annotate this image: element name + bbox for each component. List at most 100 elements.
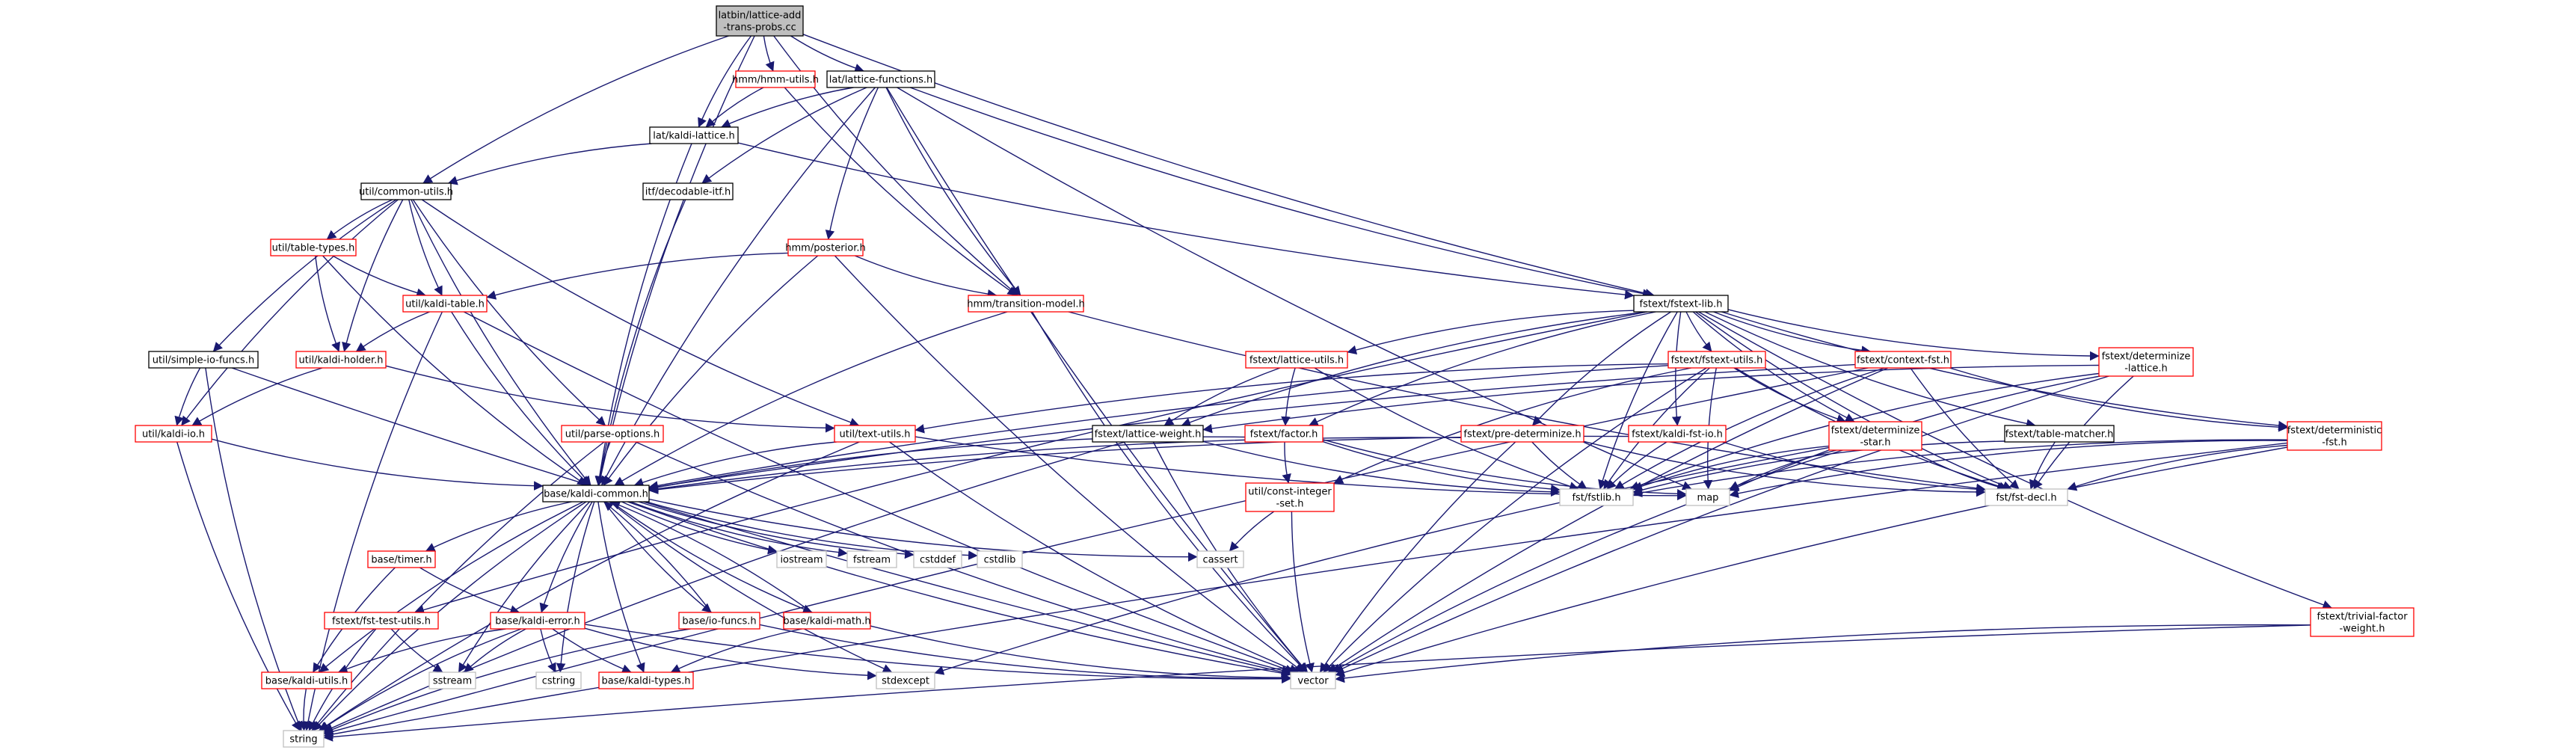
node-box [1290, 671, 1336, 689]
node-box [148, 351, 259, 369]
edge-common_utils-to-text_utils [421, 199, 860, 427]
node-label: fstext/lattice-weight.h [1095, 429, 1202, 440]
edge-kaldi_error-to-kaldi_types [552, 628, 632, 674]
edge-table_types-to-kaldi_common [322, 255, 587, 486]
edge-fstext_lib-to-fstlib [1598, 311, 1678, 490]
node-label: iostream [780, 555, 823, 566]
node-context-fst[interactable]: fstext/context-fst.h [1854, 351, 1952, 369]
edge-kaldi_error-to-sstream [464, 628, 526, 673]
node-box [1092, 425, 1204, 443]
node-lattice-utils[interactable]: fstext/lattice-utils.h [1245, 351, 1348, 369]
node-sstream: sstream [428, 671, 476, 689]
node-determinize-lattice[interactable]: fstext/determinize-lattice.h [2098, 347, 2194, 377]
node-parse-options[interactable]: util/parse-options.h [561, 425, 664, 443]
edge-parse_options-to-kaldi_common [594, 441, 611, 486]
edge-pre_determinize-to-kaldi_common [648, 437, 1462, 494]
node-label: -star.h [1860, 437, 1890, 449]
edge-kaldi_common-to-vector [627, 501, 1291, 678]
node-posterior[interactable]: hmm/posterior.h [785, 239, 866, 256]
node-determinize-star[interactable]: fstext/determinize-star.h [1828, 421, 1922, 451]
node-kaldi-types[interactable]: base/kaldi-types.h [598, 671, 694, 689]
node-label: -weight.h [2340, 624, 2385, 635]
edge-fstext_lib-to-deterministic_fst [1721, 311, 2288, 431]
node-label: util/simple-io-funcs.h [153, 355, 254, 366]
node-stdexcept: stdexcept [876, 671, 935, 689]
node-kaldi-fst-io[interactable]: fstext/kaldi-fst-io.h [1628, 425, 1727, 443]
edge-root-to-kaldi_common [596, 35, 755, 486]
node-timer[interactable]: base/timer.h [367, 550, 436, 568]
node-label: base/kaldi-error.h [495, 616, 580, 627]
node-box [876, 671, 935, 689]
edge-fstext_lib-to-fstext_utils [1685, 311, 1712, 352]
node-table-matcher[interactable]: fstext/table-matcher.h [2004, 425, 2115, 443]
node-const-integer-set[interactable]: util/const-integer-set.h [1245, 482, 1335, 512]
node-kaldi-io[interactable]: util/kaldi-io.h [135, 425, 212, 443]
node-table-types[interactable]: util/table-types.h [270, 239, 357, 256]
node-deterministic-fst[interactable]: fstext/deterministic-fst.h [2287, 421, 2382, 451]
node-label: map [1697, 493, 1719, 504]
node-fst-test-utils[interactable]: fstext/fst-test-utils.h [324, 612, 439, 630]
node-label: fst/fstlib.h [1572, 493, 1620, 504]
edge-context_fst-to-fstlib [1614, 367, 1885, 490]
node-box [135, 425, 212, 443]
edge-determinize_lattice-to-fstlib [1629, 372, 2100, 491]
node-trivial-factor-weight[interactable]: fstext/trivial-factor-weight.h [2310, 607, 2414, 637]
node-label: base/timer.h [371, 555, 431, 566]
edge-deterministic_fst-to-vector [1335, 446, 2288, 677]
edge-lat_functions-to-fstext_lib [909, 87, 1653, 298]
edge-kaldi_common-to-stdexcept [609, 501, 893, 673]
edge-hmm_utils-to-kaldi_lattice [705, 87, 764, 128]
node-common-utils[interactable]: util/common-utils.h [359, 182, 453, 200]
node-kaldi-table[interactable]: util/kaldi-table.h [402, 295, 488, 313]
edge-hmm_utils-to-transition_model [784, 87, 1018, 296]
edge-kaldi_common-to-sstream [458, 501, 591, 673]
dependency-edges [174, 34, 2332, 742]
node-kaldi-common[interactable]: base/kaldi-common.h [542, 485, 650, 502]
edge-kaldi_lattice-to-common_utils [447, 143, 652, 185]
edge-deterministic_fst-to-fst_decl [2067, 444, 2288, 491]
edge-fstext_lib-to-lattice_utils [1347, 310, 1635, 355]
node-hmm-utils[interactable]: hmm/hmm-utils.h [732, 70, 819, 88]
node-box [968, 295, 1084, 313]
node-decodable-itf[interactable]: itf/decodable-itf.h [642, 182, 734, 200]
node-root[interactable]: latbin/lattice-add-trans-probs.cc [716, 5, 804, 37]
node-text-utils[interactable]: util/text-utils.h [834, 425, 916, 443]
edge-fstext_lib-to-determinize_star [1692, 311, 1855, 422]
node-kaldi-holder[interactable]: util/kaldi-holder.h [295, 351, 387, 369]
node-box [678, 612, 760, 630]
edge-determinize_lattice-to-vector [1334, 375, 2109, 673]
node-label: fstext/fstext-lib.h [1640, 299, 1723, 310]
node-cassert: cassert [1196, 550, 1244, 568]
node-label: fstext/fst-test-utils.h [332, 616, 431, 627]
node-pre-determinize[interactable]: fstext/pre-determinize.h [1460, 425, 1584, 443]
node-label: base/io-funcs.h [682, 616, 756, 627]
node-box [542, 485, 650, 502]
edge-kaldi_common-to-timer [425, 501, 572, 552]
node-transition-model[interactable]: hmm/transition-model.h [967, 295, 1085, 313]
node-label: -lattice.h [2124, 363, 2168, 375]
edge-kaldi_error-to-kaldi_utils [337, 628, 506, 674]
node-lattice-weight[interactable]: fstext/lattice-weight.h [1092, 425, 1204, 443]
node-label: util/kaldi-holder.h [299, 355, 384, 366]
node-lat-functions[interactable]: lat/lattice-functions.h [826, 70, 935, 88]
node-kaldi-utils[interactable]: base/kaldi-utils.h [261, 671, 352, 689]
node-simple-io[interactable]: util/simple-io-funcs.h [148, 351, 259, 369]
node-fstext-utils[interactable]: fstext/fstext-utils.h [1667, 351, 1766, 369]
edge-kaldi_fst_io-to-fstlib [1606, 441, 1667, 490]
node-io-funcs[interactable]: base/io-funcs.h [678, 612, 760, 630]
edge-lattice_weight-to-fstlib [1202, 440, 1561, 497]
node-fstext-lib[interactable]: fstext/fstext-lib.h [1633, 295, 1729, 313]
edge-determinize_star-to-vector [1331, 449, 1843, 673]
edge-context_fst-to-kaldi_common [648, 363, 1856, 492]
node-kaldi-error[interactable]: base/kaldi-error.h [490, 612, 585, 630]
node-kaldi-lattice[interactable]: lat/kaldi-lattice.h [649, 126, 739, 144]
node-factor[interactable]: fstext/factor.h [1244, 425, 1324, 443]
edge-lat_functions-to-kaldi_lattice [721, 87, 854, 128]
node-kaldi-math[interactable]: base/kaldi-math.h [783, 612, 871, 630]
node-box [1460, 425, 1584, 443]
node-box [1633, 295, 1729, 313]
edge-fstext_lib-to-pre_determinize [1531, 311, 1671, 426]
edge-common_utils-to-kaldi_common [411, 199, 591, 486]
node-box [649, 126, 739, 144]
edge-lat_functions-to-transition_model [885, 87, 1021, 296]
